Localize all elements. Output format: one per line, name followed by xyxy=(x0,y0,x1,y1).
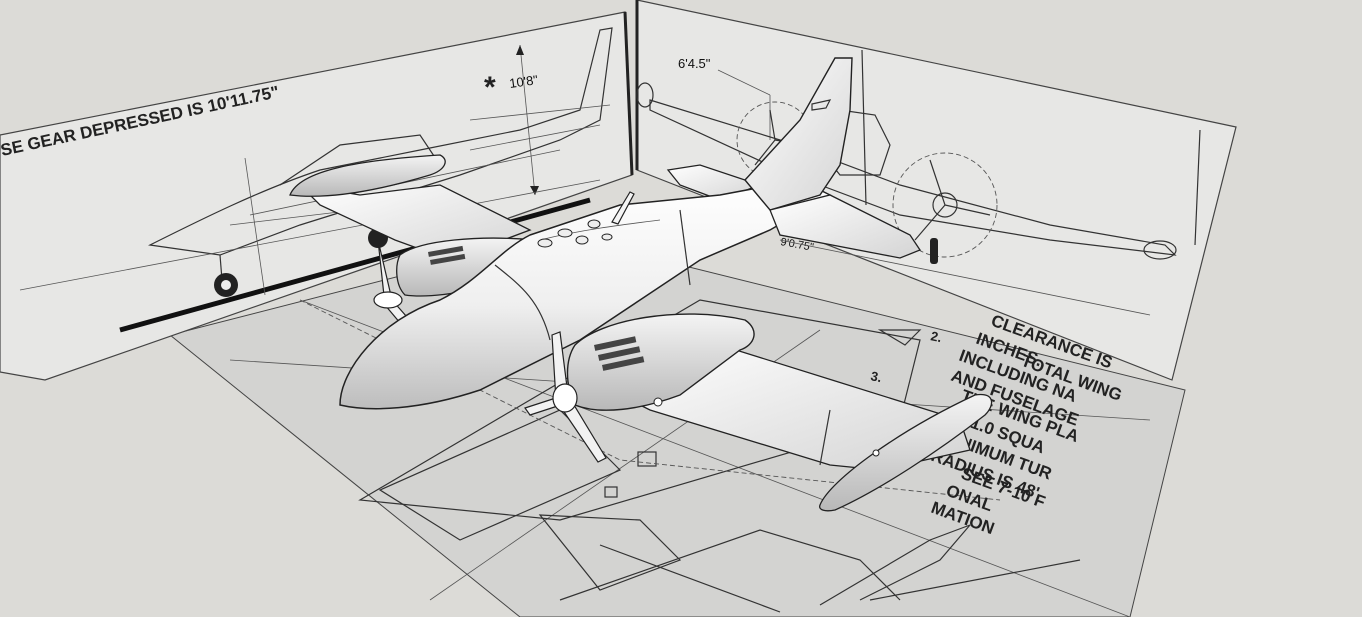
right-wall-blueprint: 6'4.5" 9'0.75" xyxy=(635,0,1237,381)
note-number-3: 3. xyxy=(869,368,883,385)
prop-dimension: 6'4.5" xyxy=(678,56,711,71)
far-tip-tank[interactable] xyxy=(289,154,446,197)
asterisk-mark: * xyxy=(484,71,496,104)
aircraft-model[interactable] xyxy=(289,57,993,512)
near-vent-grille xyxy=(594,336,645,371)
near-tip-tank[interactable] xyxy=(819,393,993,512)
vertical-tail[interactable] xyxy=(744,57,853,211)
antenna xyxy=(611,191,635,225)
near-stabilizer[interactable] xyxy=(769,194,921,259)
near-propeller[interactable] xyxy=(524,331,607,463)
fuselage[interactable] xyxy=(339,179,832,410)
note-number-2: 2. xyxy=(929,328,943,345)
far-vent-grille xyxy=(428,245,466,265)
